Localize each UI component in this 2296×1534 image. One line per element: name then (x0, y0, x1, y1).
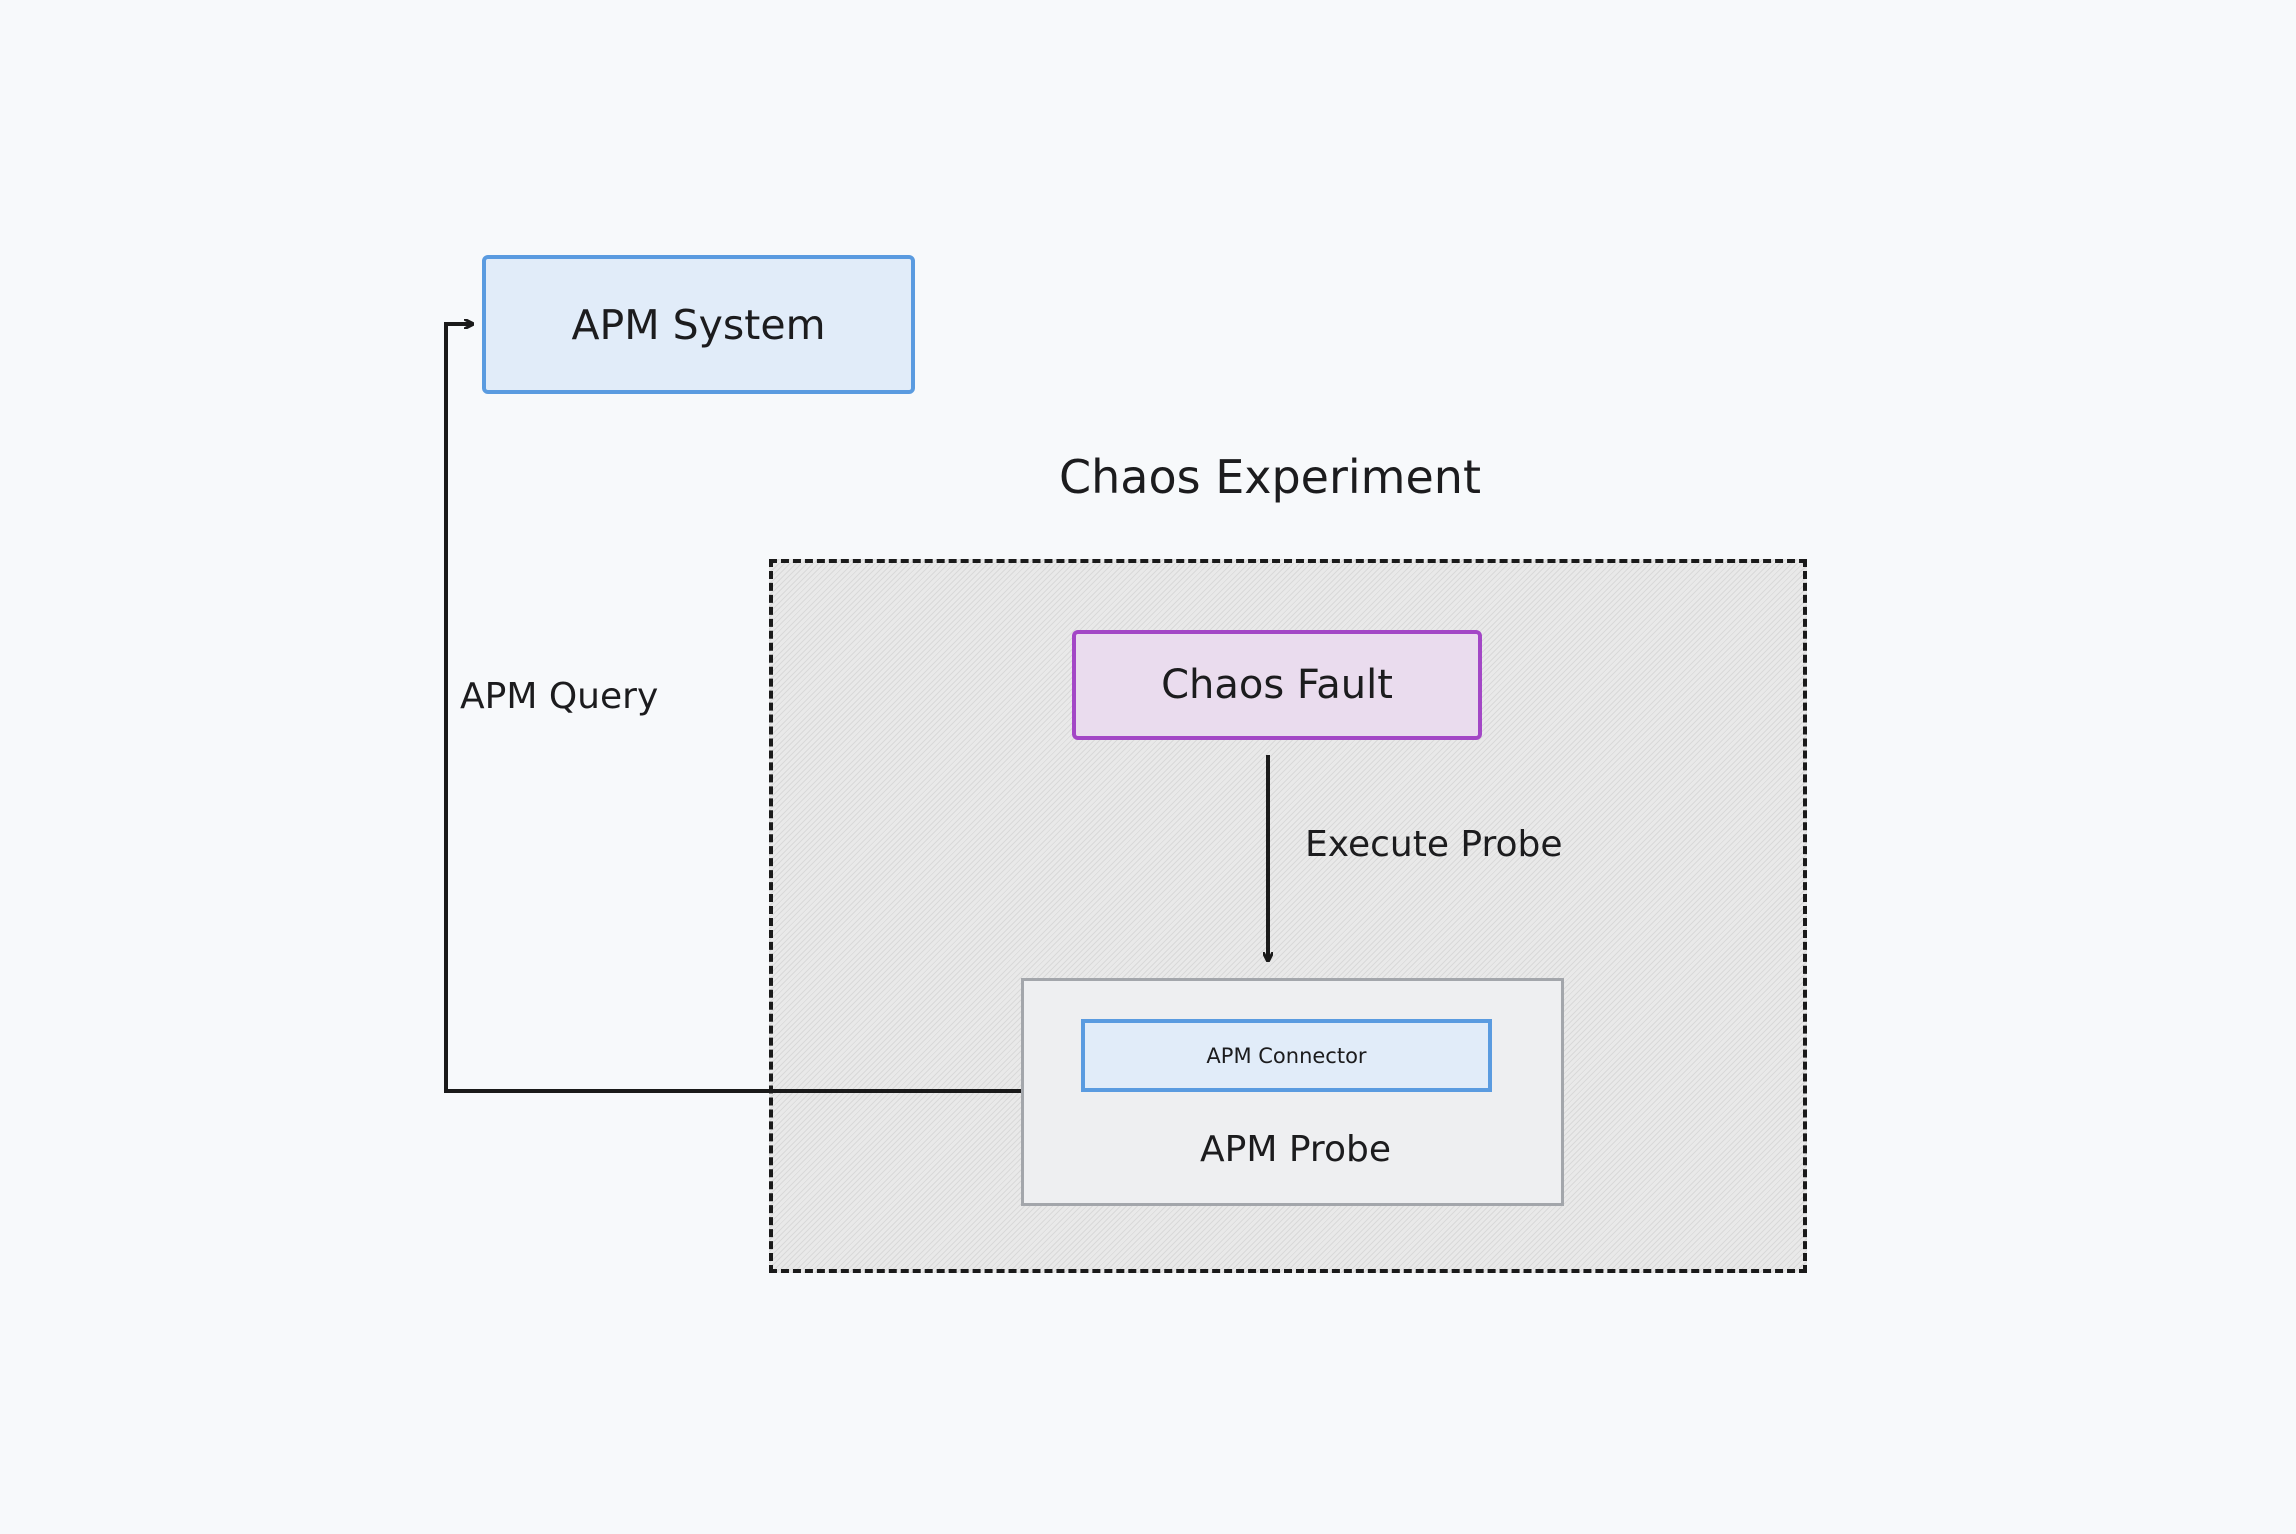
apm-probe-label: APM Probe (1200, 1129, 1391, 1170)
apm-connector-label: APM Connector (1206, 1043, 1367, 1068)
chaos-fault-label: Chaos Fault (1161, 662, 1393, 708)
chaos-fault-node[interactable]: Chaos Fault (1072, 630, 1482, 740)
apm-probe-node[interactable]: APM Connector APM Probe (1021, 978, 1564, 1206)
chaos-experiment-title: Chaos Experiment (1059, 450, 1481, 504)
apm-query-edge-label: APM Query (460, 676, 659, 717)
apm-connector-node[interactable]: APM Connector (1081, 1019, 1492, 1092)
apm-system-node[interactable]: APM System (482, 255, 915, 394)
apm-system-label: APM System (571, 300, 826, 349)
execute-probe-edge-label: Execute Probe (1305, 824, 1563, 865)
